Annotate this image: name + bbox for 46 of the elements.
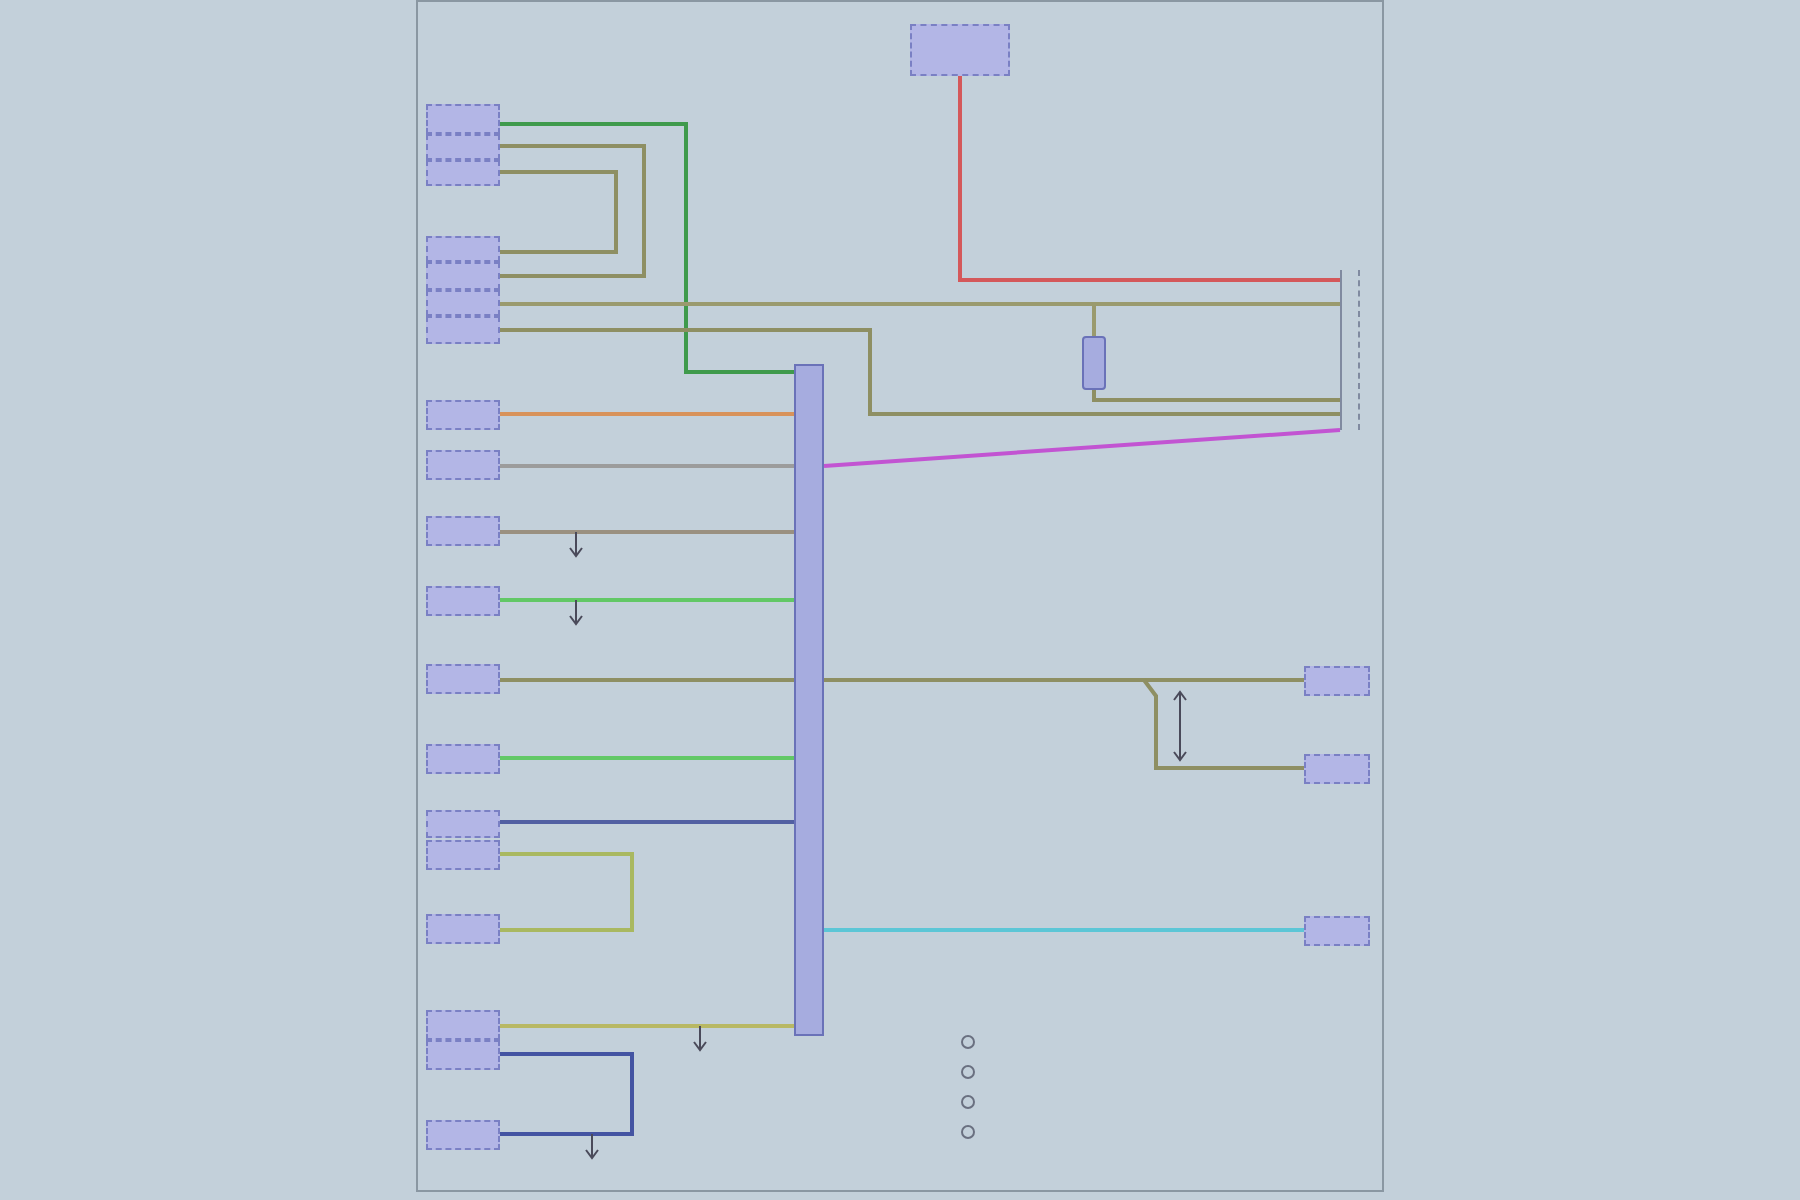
- wire: [500, 302, 1096, 336]
- fuse-block: [910, 24, 1010, 76]
- connector-block: [426, 104, 500, 134]
- wire: [500, 412, 794, 416]
- connector-block: [426, 262, 500, 290]
- connector-block: [426, 914, 500, 944]
- wire: [500, 328, 1340, 416]
- wire: [1092, 390, 1340, 402]
- connector-block: [426, 290, 500, 316]
- connector-block: [426, 586, 500, 616]
- connector-block: [426, 450, 500, 480]
- wire: [500, 530, 794, 534]
- connector-block: [426, 840, 500, 870]
- wire: [500, 598, 794, 602]
- connector-block: [426, 664, 500, 694]
- wire: [958, 76, 1340, 282]
- wire: [500, 852, 634, 932]
- connector-block: [426, 516, 500, 546]
- wire: [823, 428, 1341, 468]
- connector-block: [426, 1120, 500, 1150]
- connector-block: [426, 236, 500, 262]
- wire: [500, 756, 794, 760]
- wire: [824, 928, 1304, 932]
- connector-block: [1304, 666, 1370, 696]
- connector-block: [426, 160, 500, 186]
- pin-header: [1340, 270, 1360, 430]
- wire: [500, 1024, 794, 1028]
- connector-block: [1304, 916, 1370, 946]
- connector-block: [426, 134, 500, 160]
- wire: [500, 144, 646, 278]
- connector-block: [426, 744, 500, 774]
- connector-block: [426, 316, 500, 344]
- wire: [500, 1052, 634, 1136]
- connector-block: [1304, 754, 1370, 784]
- wire: [824, 678, 1304, 770]
- wire: [500, 678, 794, 682]
- wire: [500, 170, 618, 254]
- connector-block: [426, 400, 500, 430]
- resistor-symbol: [1082, 336, 1106, 390]
- splice-bar: [794, 364, 824, 1036]
- connector-block: [426, 810, 500, 838]
- connector-block: [426, 1010, 500, 1040]
- wire: [500, 122, 794, 374]
- wire: [500, 464, 794, 468]
- wire: [500, 820, 794, 824]
- connector-block: [426, 1040, 500, 1070]
